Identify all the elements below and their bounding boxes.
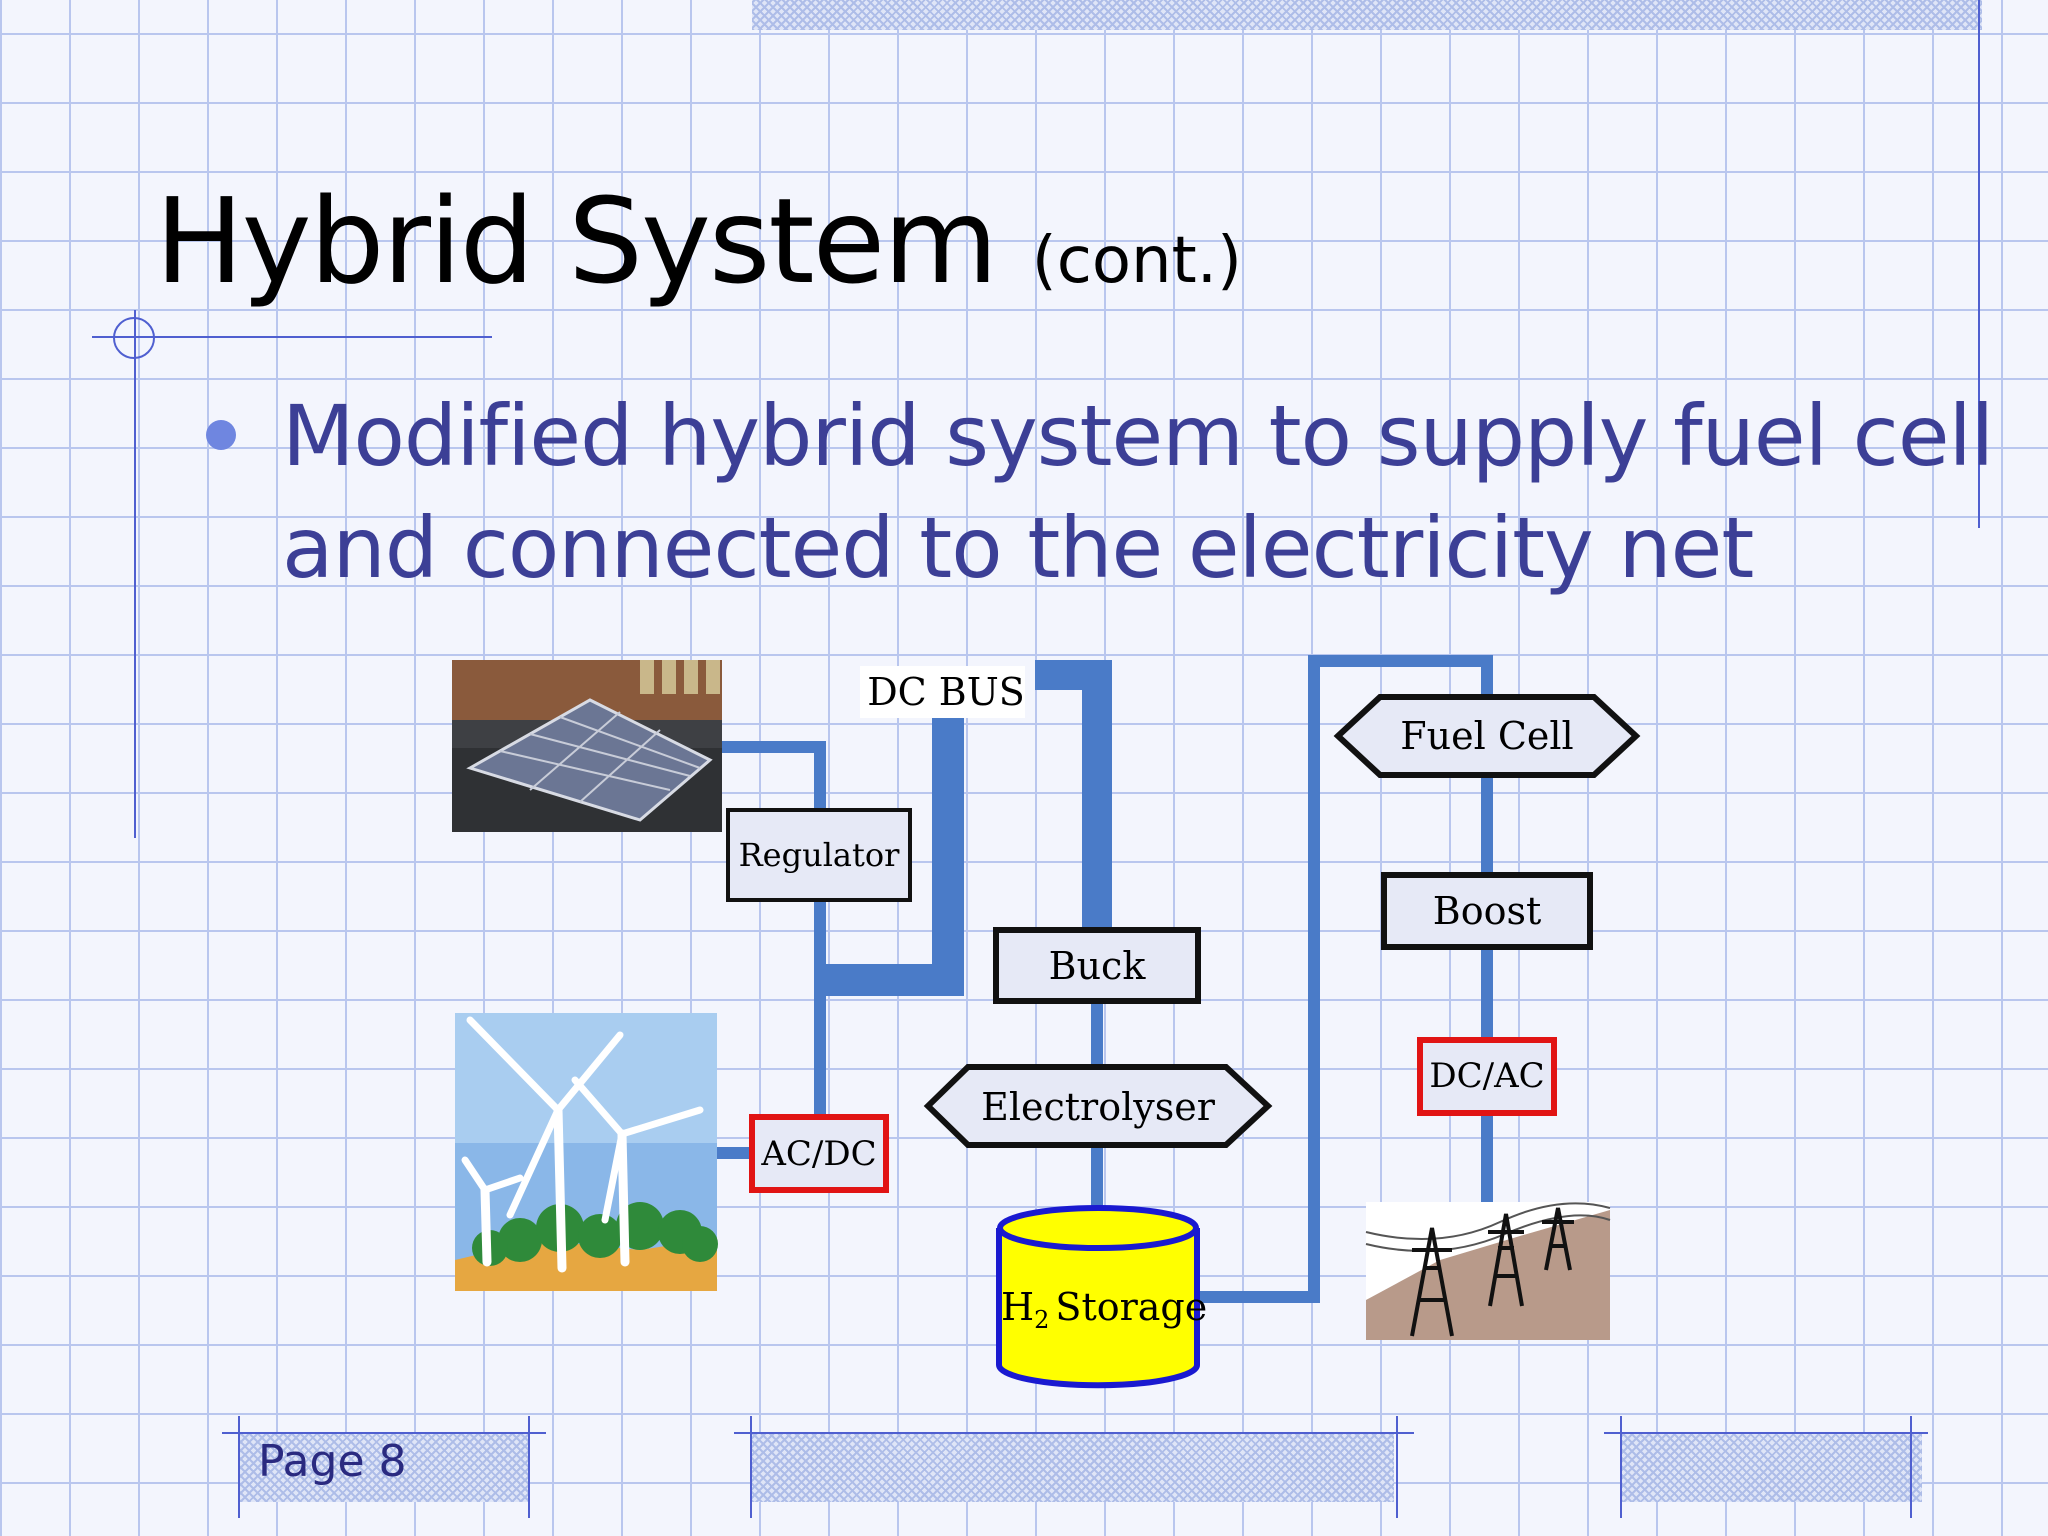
left-frame-line bbox=[134, 310, 136, 838]
electrolyser-shape bbox=[923, 1064, 1273, 1148]
dc-bus-label-bg bbox=[860, 666, 1025, 718]
footer-tick-2 bbox=[528, 1416, 530, 1518]
title-suffix: (cont.) bbox=[1031, 224, 1242, 298]
footer-line-mid bbox=[734, 1432, 1414, 1434]
buck-box bbox=[993, 927, 1201, 1004]
acdc-label: AC/DC bbox=[760, 1134, 876, 1174]
buck-label: Buck bbox=[1049, 944, 1147, 988]
slide-title: Hybrid System (cont.) bbox=[155, 172, 1242, 310]
regulator-box bbox=[726, 808, 912, 902]
pylon-icon bbox=[1410, 1207, 1574, 1337]
boost-label: Boost bbox=[1433, 889, 1541, 933]
dcac-label: DC/AC bbox=[1429, 1056, 1544, 1096]
boost-box bbox=[1381, 872, 1593, 950]
dc-bus-left bbox=[820, 700, 964, 996]
fuel-cell-label: Fuel Cell bbox=[1400, 714, 1573, 758]
electrolyser-label: Electrolyser bbox=[981, 1085, 1216, 1129]
footer-tick-4 bbox=[1396, 1416, 1398, 1518]
corner-ornament-icon bbox=[113, 317, 155, 359]
footer-hatch-right bbox=[1622, 1432, 1922, 1502]
footer-tick-5 bbox=[1620, 1416, 1622, 1518]
footer-tick-1 bbox=[238, 1416, 240, 1518]
solar-panel-image bbox=[452, 660, 722, 832]
footer-line-right bbox=[1604, 1432, 1928, 1434]
right-frame-line bbox=[1978, 0, 1980, 528]
top-hatch-band bbox=[752, 0, 1982, 30]
dcac-converter-box bbox=[1417, 1037, 1557, 1116]
h2-storage-tank bbox=[996, 1205, 1200, 1389]
wind-turbine-image bbox=[455, 1013, 718, 1291]
connection-lines bbox=[710, 655, 1493, 1303]
footer-line-left bbox=[222, 1432, 546, 1434]
fuel-cell-shape bbox=[1333, 694, 1641, 778]
footer-tick-6 bbox=[1910, 1416, 1912, 1518]
acdc-converter-box bbox=[749, 1114, 889, 1193]
title-underline bbox=[92, 336, 492, 338]
power-grid-image bbox=[1365, 1202, 1611, 1340]
storage-to-fuelcell-line bbox=[1192, 655, 1493, 1303]
dc-bus-right bbox=[1035, 660, 1112, 930]
bullet-text: Modified hybrid system to supply fuel ce… bbox=[282, 387, 1994, 597]
page-number: Page 8 bbox=[258, 1436, 407, 1487]
regulator-label: Regulator bbox=[739, 836, 901, 874]
footer-hatch-mid bbox=[752, 1432, 1394, 1502]
footer-hatch-left bbox=[240, 1432, 530, 1502]
footer-tick-3 bbox=[750, 1416, 752, 1518]
bullet-icon bbox=[206, 420, 236, 450]
solar-to-regulator-line bbox=[716, 741, 826, 816]
dc-bus-label: DC BUS bbox=[867, 670, 1025, 714]
